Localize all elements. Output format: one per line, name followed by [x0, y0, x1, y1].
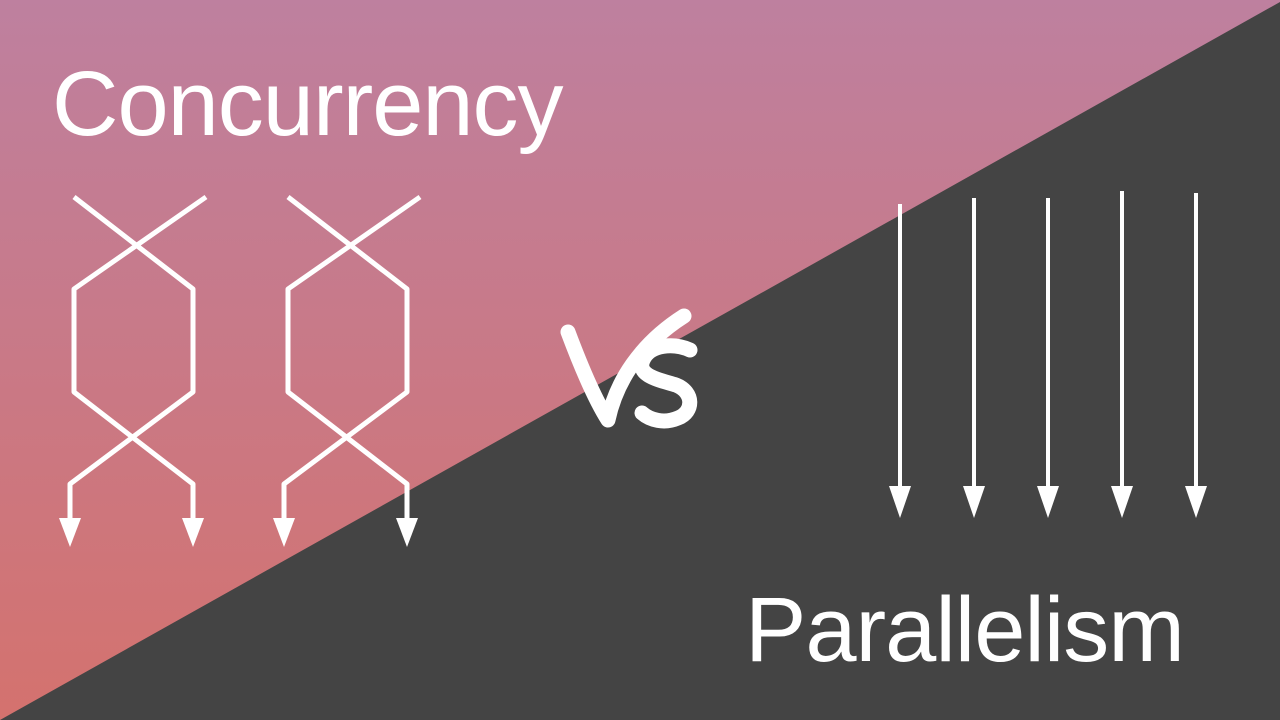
crossing-path-a: [67, 195, 196, 520]
parallelism-title: Parallelism: [745, 579, 1185, 681]
arrowhead: [1185, 486, 1207, 518]
arrowhead: [963, 486, 985, 518]
crossing-path-a: [281, 195, 410, 520]
arrowhead: [1037, 486, 1059, 518]
arrowhead: [396, 518, 418, 547]
parallel-arrows: [889, 191, 1207, 518]
arrowhead: [889, 486, 911, 518]
arrowhead: [273, 518, 295, 547]
versus-mark: [560, 308, 698, 429]
concurrency-arrowheads-right: [273, 518, 418, 547]
versus-v-stroke: [560, 308, 692, 428]
concurrency-diagram-left: [67, 194, 208, 520]
crossing-path-b: [285, 194, 422, 520]
arrowhead: [1111, 486, 1133, 518]
arrowhead: [182, 518, 204, 547]
crossing-path-b: [71, 194, 208, 520]
concurrency-arrowheads-left: [59, 518, 204, 547]
versus-s-stroke: [634, 338, 698, 429]
concurrency-title: Concurrency: [52, 53, 564, 155]
concurrency-diagram-right: [281, 194, 422, 520]
arrowhead: [59, 518, 81, 547]
